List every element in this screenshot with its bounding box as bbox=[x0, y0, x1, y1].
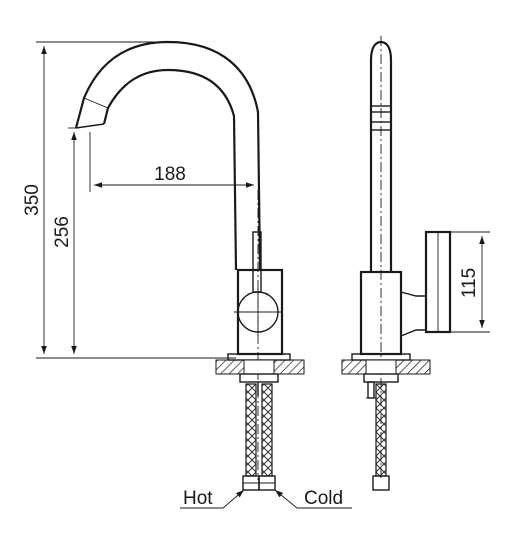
spout bbox=[74, 40, 262, 271]
total-height-label: 350 bbox=[22, 184, 43, 216]
lever-height-label: 115 bbox=[459, 268, 480, 298]
hoses-front bbox=[245, 382, 273, 477]
hot-callout: Hot bbox=[180, 488, 245, 509]
hose-fittings-front bbox=[242, 475, 276, 491]
cold-label: Cold bbox=[304, 488, 343, 509]
side-view bbox=[341, 36, 452, 491]
anchor-bolt-side bbox=[367, 381, 375, 399]
dimension-spout-reach: 188 bbox=[89, 132, 254, 192]
dimension-spout-height: 256 bbox=[52, 127, 78, 354]
hot-label: Hot bbox=[183, 488, 213, 509]
hose-fitting-side bbox=[372, 475, 390, 491]
countertop-side bbox=[341, 359, 431, 375]
countertop-front bbox=[215, 359, 305, 375]
cold-callout: Cold bbox=[274, 488, 352, 509]
front-view bbox=[74, 40, 305, 491]
spout-height-label: 256 bbox=[52, 216, 73, 248]
lever-connector-side bbox=[400, 291, 427, 337]
spout-reach-label: 188 bbox=[154, 164, 186, 185]
dimension-lever-height: 115 bbox=[450, 231, 490, 333]
mounting-nut-front bbox=[239, 373, 279, 383]
dimension-total-height: 350 bbox=[22, 41, 236, 359]
hose-side bbox=[375, 383, 387, 477]
